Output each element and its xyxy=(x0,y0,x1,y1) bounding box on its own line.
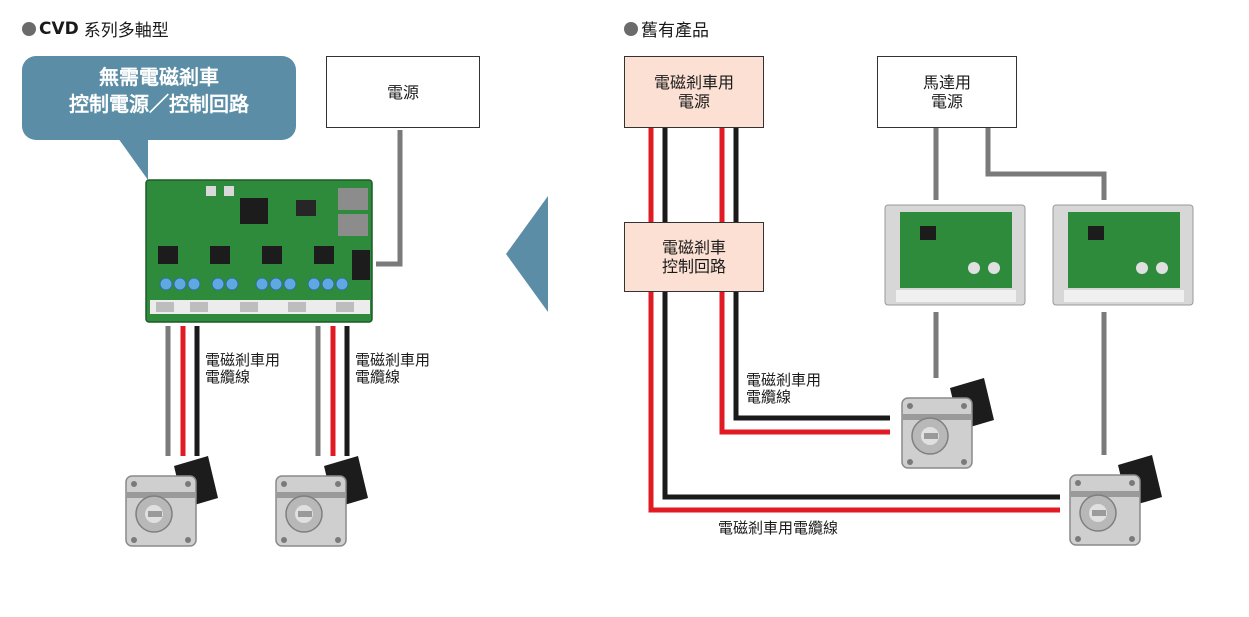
cable-label-1: 電磁剎車用 電纜線 xyxy=(205,352,280,386)
driver-unit-icon xyxy=(1052,204,1194,306)
left-pointing-arrow-icon xyxy=(506,196,548,312)
bullet-dot-icon xyxy=(624,21,638,36)
wire-left-power xyxy=(376,130,403,267)
cable-label-2: 電磁剎車用 電纜線 xyxy=(355,352,430,386)
motor-power-line-1: 馬達用 xyxy=(922,73,971,92)
right-section-heading: 舊有產品 xyxy=(624,16,709,41)
brake-power-line-2: 電源 xyxy=(677,92,710,111)
cable-label-1-line-1: 電磁剎車用 xyxy=(205,351,281,369)
power-box: 電源 xyxy=(326,56,480,128)
brake-control-line-2: 控制回路 xyxy=(661,257,726,276)
brake-power-line-1: 電磁剎車用 xyxy=(653,73,734,92)
cable-label-2-line-1: 電磁剎車用 xyxy=(355,351,431,369)
right-brake-cables xyxy=(648,292,1060,513)
callout: 無需電磁剎車 控制電源／控制回路 xyxy=(24,64,294,118)
multi-axis-driver-board-icon xyxy=(145,179,373,323)
right-cable-label-line-1: 電磁剎車用 xyxy=(746,371,822,389)
brake-power-box: 電磁剎車用 電源 xyxy=(624,56,764,128)
callout-line-2: 控制電源／控制回路 xyxy=(69,92,249,116)
left-section-heading: CVD 系列多軸型 xyxy=(22,16,169,41)
heading-text: 舊有產品 xyxy=(641,21,709,41)
bottom-cable-label: 電磁剎車用電纜線 xyxy=(718,520,838,537)
cable-label-2-line-2: 電纜線 xyxy=(355,368,401,386)
motor-power-line-2: 電源 xyxy=(930,92,963,111)
bullet-dot-icon xyxy=(22,21,36,36)
stepping-motor-icon xyxy=(901,377,995,469)
brake-control-box: 電磁剎車 控制回路 xyxy=(624,222,764,292)
callout-line-1: 無需電磁剎車 xyxy=(99,65,219,89)
power-box-label: 電源 xyxy=(386,82,419,102)
right-brake-power-wires xyxy=(648,128,739,222)
callout-bubble xyxy=(22,56,296,180)
brake-control-line-1: 電磁剎車 xyxy=(661,238,726,257)
right-cable-label: 電磁剎車用 電纜線 xyxy=(746,372,821,406)
stepping-motor-icon xyxy=(125,455,219,547)
heading-text: 系列多軸型 xyxy=(83,21,169,41)
series-name: CVD xyxy=(39,18,79,39)
cable-label-1-line-2: 電纜線 xyxy=(205,368,251,386)
stepping-motor-icon xyxy=(1069,454,1163,546)
left-motor-cables xyxy=(165,326,350,456)
stepping-motor-icon xyxy=(275,455,369,547)
bottom-cable-label-text: 電磁剎車用電纜線 xyxy=(718,519,839,537)
right-motor-power-wires xyxy=(933,128,1107,455)
right-cable-label-line-2: 電纜線 xyxy=(746,388,792,406)
driver-unit-icon xyxy=(884,204,1026,306)
motor-power-box: 馬達用 電源 xyxy=(877,56,1017,128)
